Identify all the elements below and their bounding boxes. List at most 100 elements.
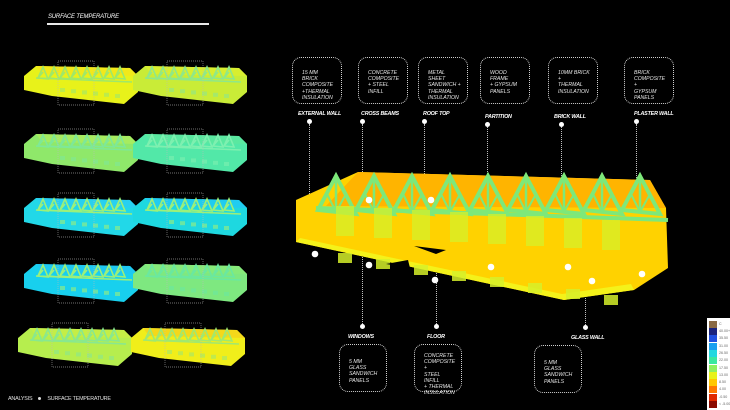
truss-beam: [200, 132, 214, 148]
legend-swatch: [709, 335, 717, 343]
section-marker: [57, 192, 95, 238]
window-panel: [213, 160, 218, 165]
window-panel: [60, 220, 65, 224]
window-panel: [213, 92, 218, 97]
truss-beam: [200, 64, 214, 80]
truss-chord: [142, 339, 240, 345]
pin-dot-icon[interactable]: [434, 324, 439, 329]
building-wall: [24, 264, 138, 302]
partition-panel: [336, 206, 354, 236]
pin-dot-icon[interactable]: [307, 119, 312, 124]
pin-dot-icon: [431, 276, 439, 284]
truss-beam: [176, 326, 190, 342]
legend-label: 17.50: [719, 365, 728, 370]
truss-beam: [222, 64, 236, 80]
window-panel: [82, 288, 87, 293]
truss-beam: [211, 262, 225, 278]
thumbnail-model[interactable]: [129, 320, 247, 376]
window-panel: [202, 289, 207, 294]
truss-chord: [35, 145, 133, 151]
truss-beam: [80, 64, 94, 80]
leader-line: [424, 124, 425, 182]
window-panel: [490, 277, 504, 287]
window-panel: [452, 271, 466, 281]
window-panel: [224, 94, 229, 98]
callout-label-plaster-wall: PLASTER WALL: [634, 111, 674, 117]
pin-dot-icon[interactable]: [559, 122, 564, 127]
window-panel: [71, 287, 76, 292]
window-panel: [93, 159, 98, 164]
pin-dot-icon: [638, 270, 646, 278]
section-marker: [51, 322, 89, 368]
thumbnail-model[interactable]: [131, 58, 249, 114]
legend-entry: 26.50: [709, 349, 730, 357]
pin-dot-icon[interactable]: [360, 324, 365, 329]
truss-beam: [91, 196, 105, 212]
section-marker: [166, 258, 204, 304]
thumbnail-model[interactable]: [22, 58, 140, 114]
leader-line: [362, 246, 363, 324]
truss-diagonal: [411, 193, 423, 213]
legend-entry: -0.50: [709, 393, 730, 401]
callout-box-plaster-wall: BRICK COMPOSITE + GYPSUM PANELS: [624, 57, 674, 104]
legend-label: -0.50: [719, 394, 728, 399]
truss-beam: [69, 196, 83, 212]
truss-beam: [187, 326, 201, 342]
truss-diagonal: [592, 193, 603, 213]
truss-chord: [144, 77, 242, 83]
pin-dot-icon[interactable]: [485, 122, 490, 127]
window-panel: [93, 91, 98, 96]
bullet-icon: [38, 397, 42, 401]
thumbnail-model[interactable]: [131, 190, 249, 246]
leader-line: [309, 124, 310, 238]
callout-label-brick-wall: BRICK WALL: [554, 114, 586, 120]
truss-beam: [102, 196, 116, 212]
truss-diagonal: [440, 193, 451, 213]
building-wall: [133, 134, 247, 172]
partition-panel: [602, 220, 620, 250]
legend-swatch: [709, 386, 717, 394]
legend-entry: 8.50: [709, 379, 730, 387]
thumbnail-model[interactable]: [22, 190, 140, 246]
window-panel: [338, 253, 352, 263]
legend-unit-row: C: [709, 321, 730, 328]
thumbnail-model[interactable]: [22, 256, 140, 312]
legend-swatch: [709, 379, 717, 387]
legend-label: 26.50: [719, 350, 728, 355]
thumbnail-model[interactable]: [22, 126, 140, 182]
truss-beam: [102, 132, 116, 148]
thumbnail-model[interactable]: [131, 256, 249, 312]
truss-chord: [35, 77, 133, 83]
window-panel: [224, 226, 229, 230]
window-panel: [202, 91, 207, 96]
callout-box-floor: CONCRETE COMPOSITE + STEEL INFILL + THER…: [414, 344, 462, 396]
window-panel: [82, 158, 87, 163]
window-panel: [180, 89, 185, 94]
window-panel: [180, 157, 185, 162]
window-panel: [180, 221, 185, 226]
window-panel: [60, 286, 65, 290]
window-panel: [180, 287, 185, 292]
window-panel: [222, 356, 227, 360]
thumbnail-model[interactable]: [16, 320, 134, 376]
thumbnail-model[interactable]: [131, 126, 249, 182]
pin-dot-icon: [365, 261, 373, 269]
legend-label: < -5.00: [719, 402, 730, 406]
truss-beam: [113, 196, 127, 212]
building-wall: [18, 328, 132, 366]
legend-unit: C: [719, 322, 722, 326]
title-underline: [47, 23, 209, 25]
legend-entry: 4.00: [709, 386, 730, 394]
callout-label-windows: WINDOWS: [348, 334, 374, 340]
truss-beam: [198, 326, 212, 342]
window-panel: [115, 292, 120, 296]
building-wall: [133, 198, 247, 236]
pin-dot-icon[interactable]: [360, 119, 365, 124]
truss-beam: [189, 262, 203, 278]
window-panel: [213, 224, 218, 229]
pin-dot-icon[interactable]: [422, 119, 427, 124]
building-wall: [133, 264, 247, 302]
pin-dot-icon[interactable]: [634, 119, 639, 124]
window-panel: [104, 224, 109, 229]
pin-dot-icon[interactable]: [583, 325, 588, 330]
